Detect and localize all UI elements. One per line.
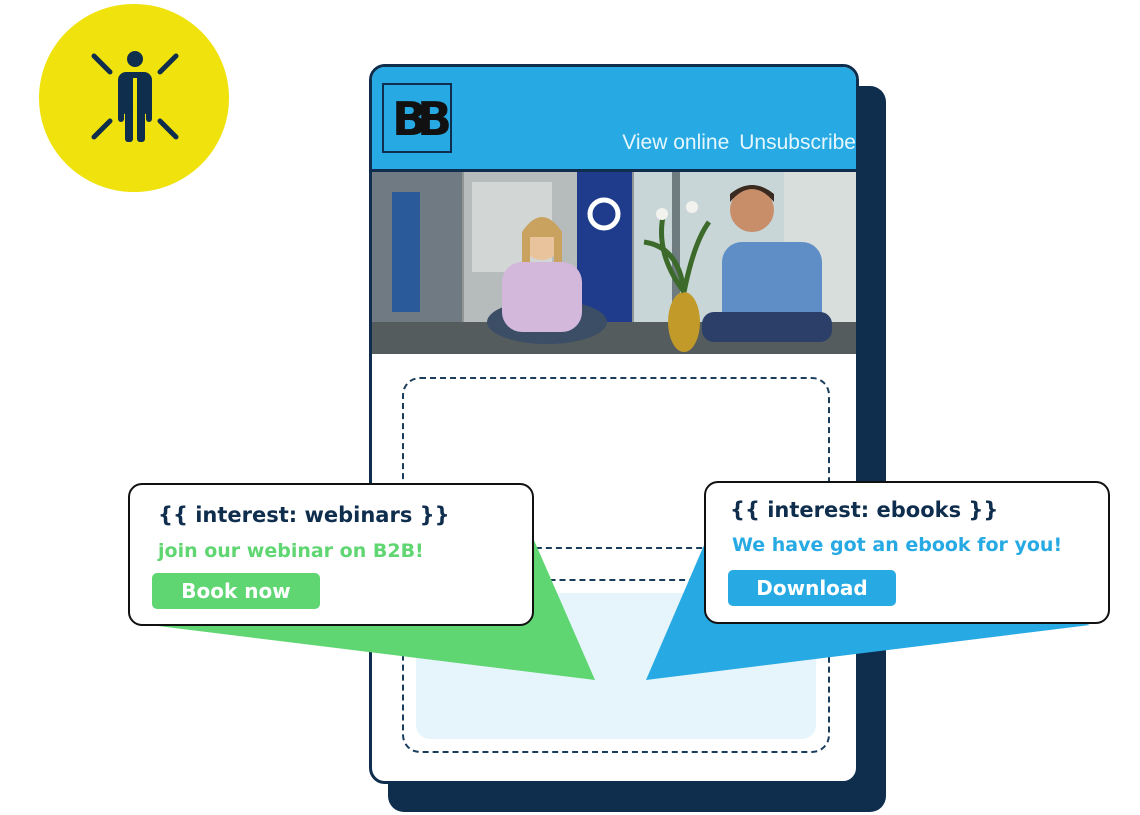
office-conversation-photo (372, 172, 856, 354)
persona-badge (39, 4, 229, 192)
ebook-message: We have got an ebook for you! (732, 534, 1063, 556)
webinar-callout: {{ interest: webinars }} join our webina… (128, 483, 534, 626)
email-header: BB View online Unsubscribe (372, 67, 856, 172)
person-radiating-icon (91, 51, 179, 142)
dynamic-content-slot-top (402, 377, 830, 549)
unsubscribe-link[interactable]: Unsubscribe (739, 131, 856, 154)
brand-logo: BB (382, 83, 452, 153)
email-header-links: View online Unsubscribe (612, 131, 856, 155)
download-button[interactable]: Download (728, 570, 896, 606)
ebook-interest-tag: {{ interest: ebooks }} (730, 498, 999, 522)
view-online-link[interactable]: View online (622, 131, 730, 154)
webinar-message: join our webinar on B2B! (158, 540, 424, 562)
webinar-interest-tag: {{ interest: webinars }} (158, 503, 450, 527)
book-now-button[interactable]: Book now (152, 573, 320, 609)
ebook-callout: {{ interest: ebooks }} We have got an eb… (704, 481, 1110, 624)
